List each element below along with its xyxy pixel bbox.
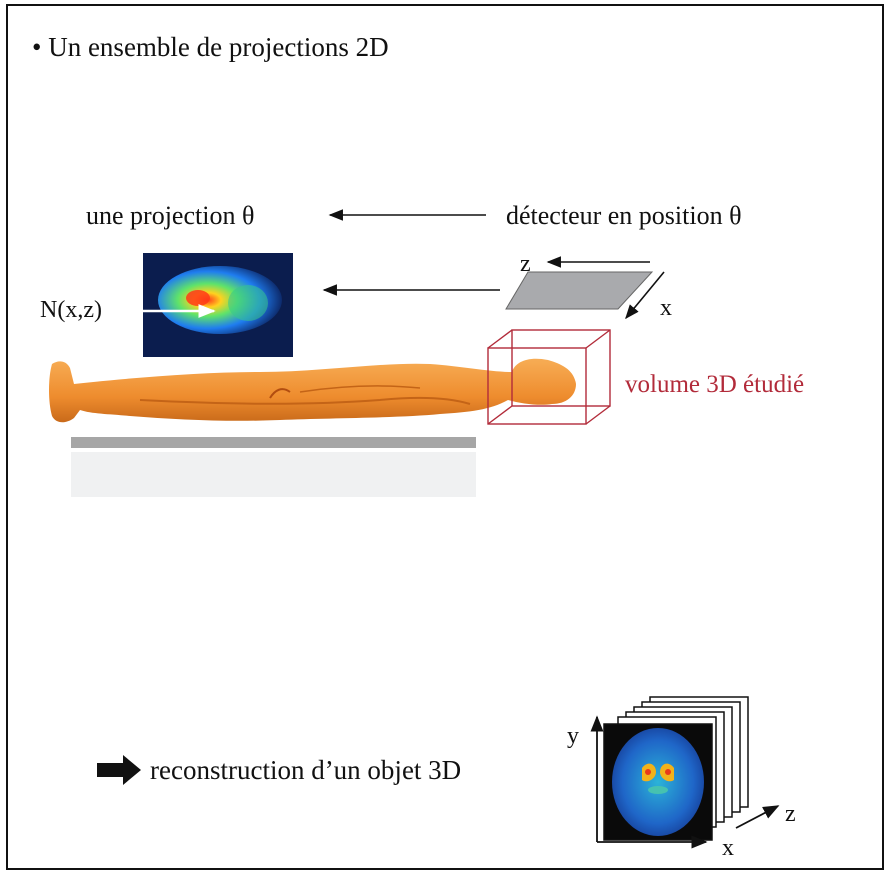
projection-image (143, 253, 293, 357)
z2-axis-arrow (735, 805, 780, 829)
patient-body (49, 358, 576, 423)
slice-stack (603, 696, 749, 841)
z-axis-label: z (520, 251, 531, 277)
x-axis-label: x (660, 295, 672, 321)
y-axis-label: y (567, 723, 579, 749)
table-reflection (71, 452, 476, 497)
volume-3d-box (487, 329, 611, 425)
volume-label: volume 3D étudié (625, 371, 805, 398)
x2-axis-label: x (722, 835, 734, 861)
detector-label: détecteur en position θ (506, 201, 742, 230)
z2-axis-label: z (785, 801, 796, 827)
detector-plate (505, 271, 654, 310)
projection-label: une projection θ (86, 201, 255, 230)
slide-title: • Un ensemble de projections 2D (32, 32, 389, 62)
nxz-label: N(x,z) (40, 297, 102, 323)
x-axis-arrow (625, 271, 665, 320)
reconstruction-arrow-icon (97, 755, 141, 785)
reconstruction-label: reconstruction d’un objet 3D (150, 755, 462, 785)
scanner-table (71, 437, 476, 448)
